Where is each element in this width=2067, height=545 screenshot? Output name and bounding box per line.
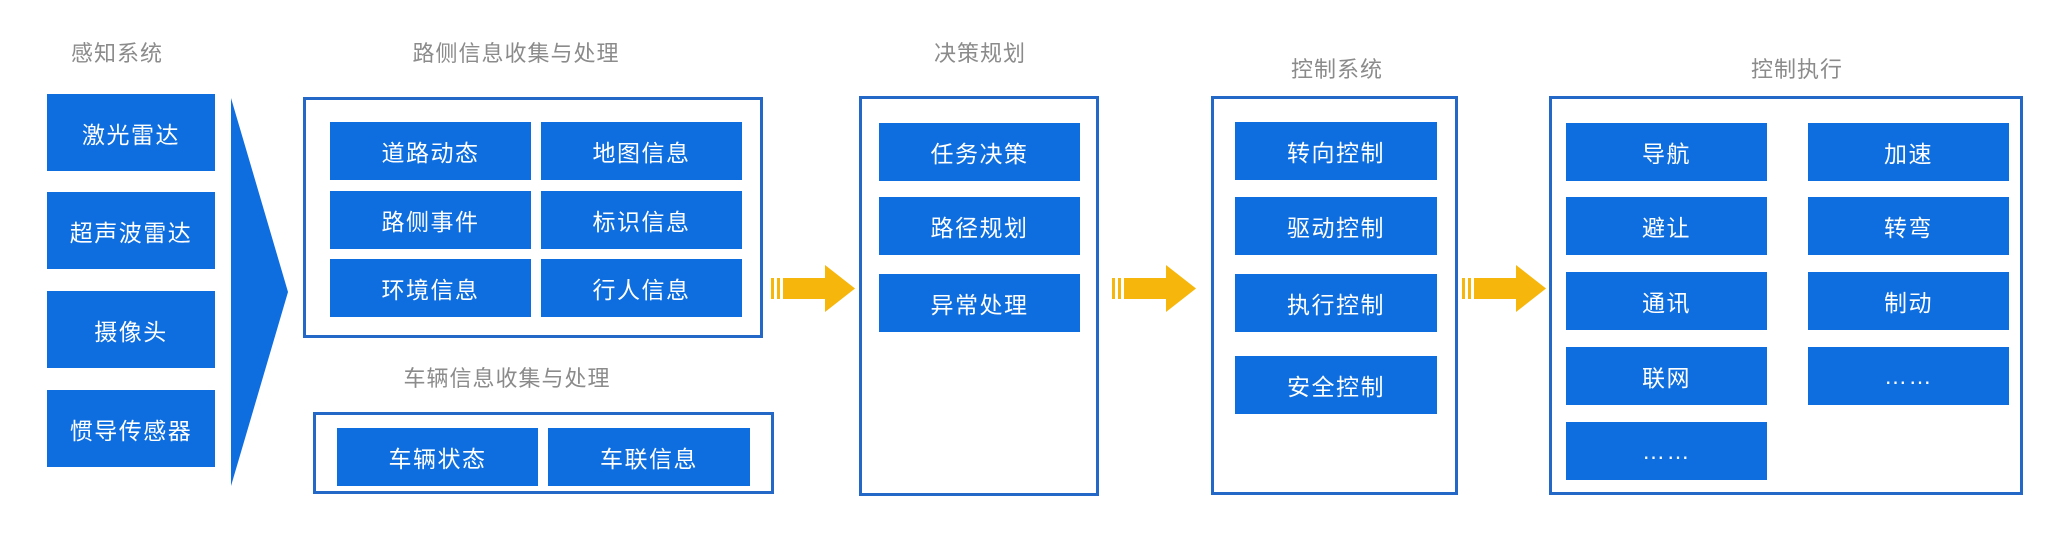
node-laser-radar: 激光雷达	[47, 94, 215, 171]
section-title-decision: 决策规划	[933, 41, 1027, 66]
flow-arrow-icon	[1112, 265, 1196, 312]
node-path-planning: 路径规划	[879, 197, 1080, 255]
node-execution-control: 执行控制	[1235, 274, 1437, 332]
node-safety-control: 安全控制	[1235, 356, 1437, 414]
node-roadside-events: 路侧事件	[330, 191, 531, 249]
node-road-dynamics: 道路动态	[330, 122, 531, 180]
flow-arrow-icon	[1462, 265, 1546, 312]
node-turning: 转弯	[1808, 197, 2009, 255]
node-vehicle-status: 车辆状态	[337, 428, 538, 486]
node-camera: 摄像头	[47, 291, 215, 368]
node-navigation: 导航	[1566, 123, 1767, 181]
section-title-vehicle: 车辆信息收集与处理	[403, 366, 611, 391]
node-map-info: 地图信息	[541, 122, 742, 180]
node-exception-handling: 异常处理	[879, 274, 1080, 332]
section-title-execution: 控制执行	[1750, 57, 1844, 82]
section-title-perception: 感知系统	[70, 41, 164, 66]
node-ellipsis-left: ……	[1566, 422, 1767, 480]
node-ellipsis-right: ……	[1808, 347, 2009, 405]
node-v2x-info: 车联信息	[548, 428, 750, 486]
node-networking: 联网	[1566, 347, 1767, 405]
node-acceleration: 加速	[1808, 123, 2009, 181]
node-drive-control: 驱动控制	[1235, 197, 1437, 255]
node-inertial-sensor: 惯导传感器	[47, 390, 215, 467]
node-pedestrian-info: 行人信息	[541, 259, 742, 317]
node-communication: 通讯	[1566, 272, 1767, 330]
node-steering-control: 转向控制	[1235, 122, 1437, 180]
node-environment-info: 环境信息	[330, 259, 531, 317]
section-title-control: 控制系统	[1290, 57, 1384, 82]
section-title-roadside: 路侧信息收集与处理	[412, 41, 620, 66]
flow-arrow-icon	[771, 265, 855, 312]
node-braking: 制动	[1808, 272, 2009, 330]
node-ultrasonic-radar: 超声波雷达	[47, 192, 215, 269]
node-avoidance: 避让	[1566, 197, 1767, 255]
node-sign-info: 标识信息	[541, 191, 742, 249]
node-task-decision: 任务决策	[879, 123, 1080, 181]
flow-triangle-icon	[231, 98, 288, 486]
